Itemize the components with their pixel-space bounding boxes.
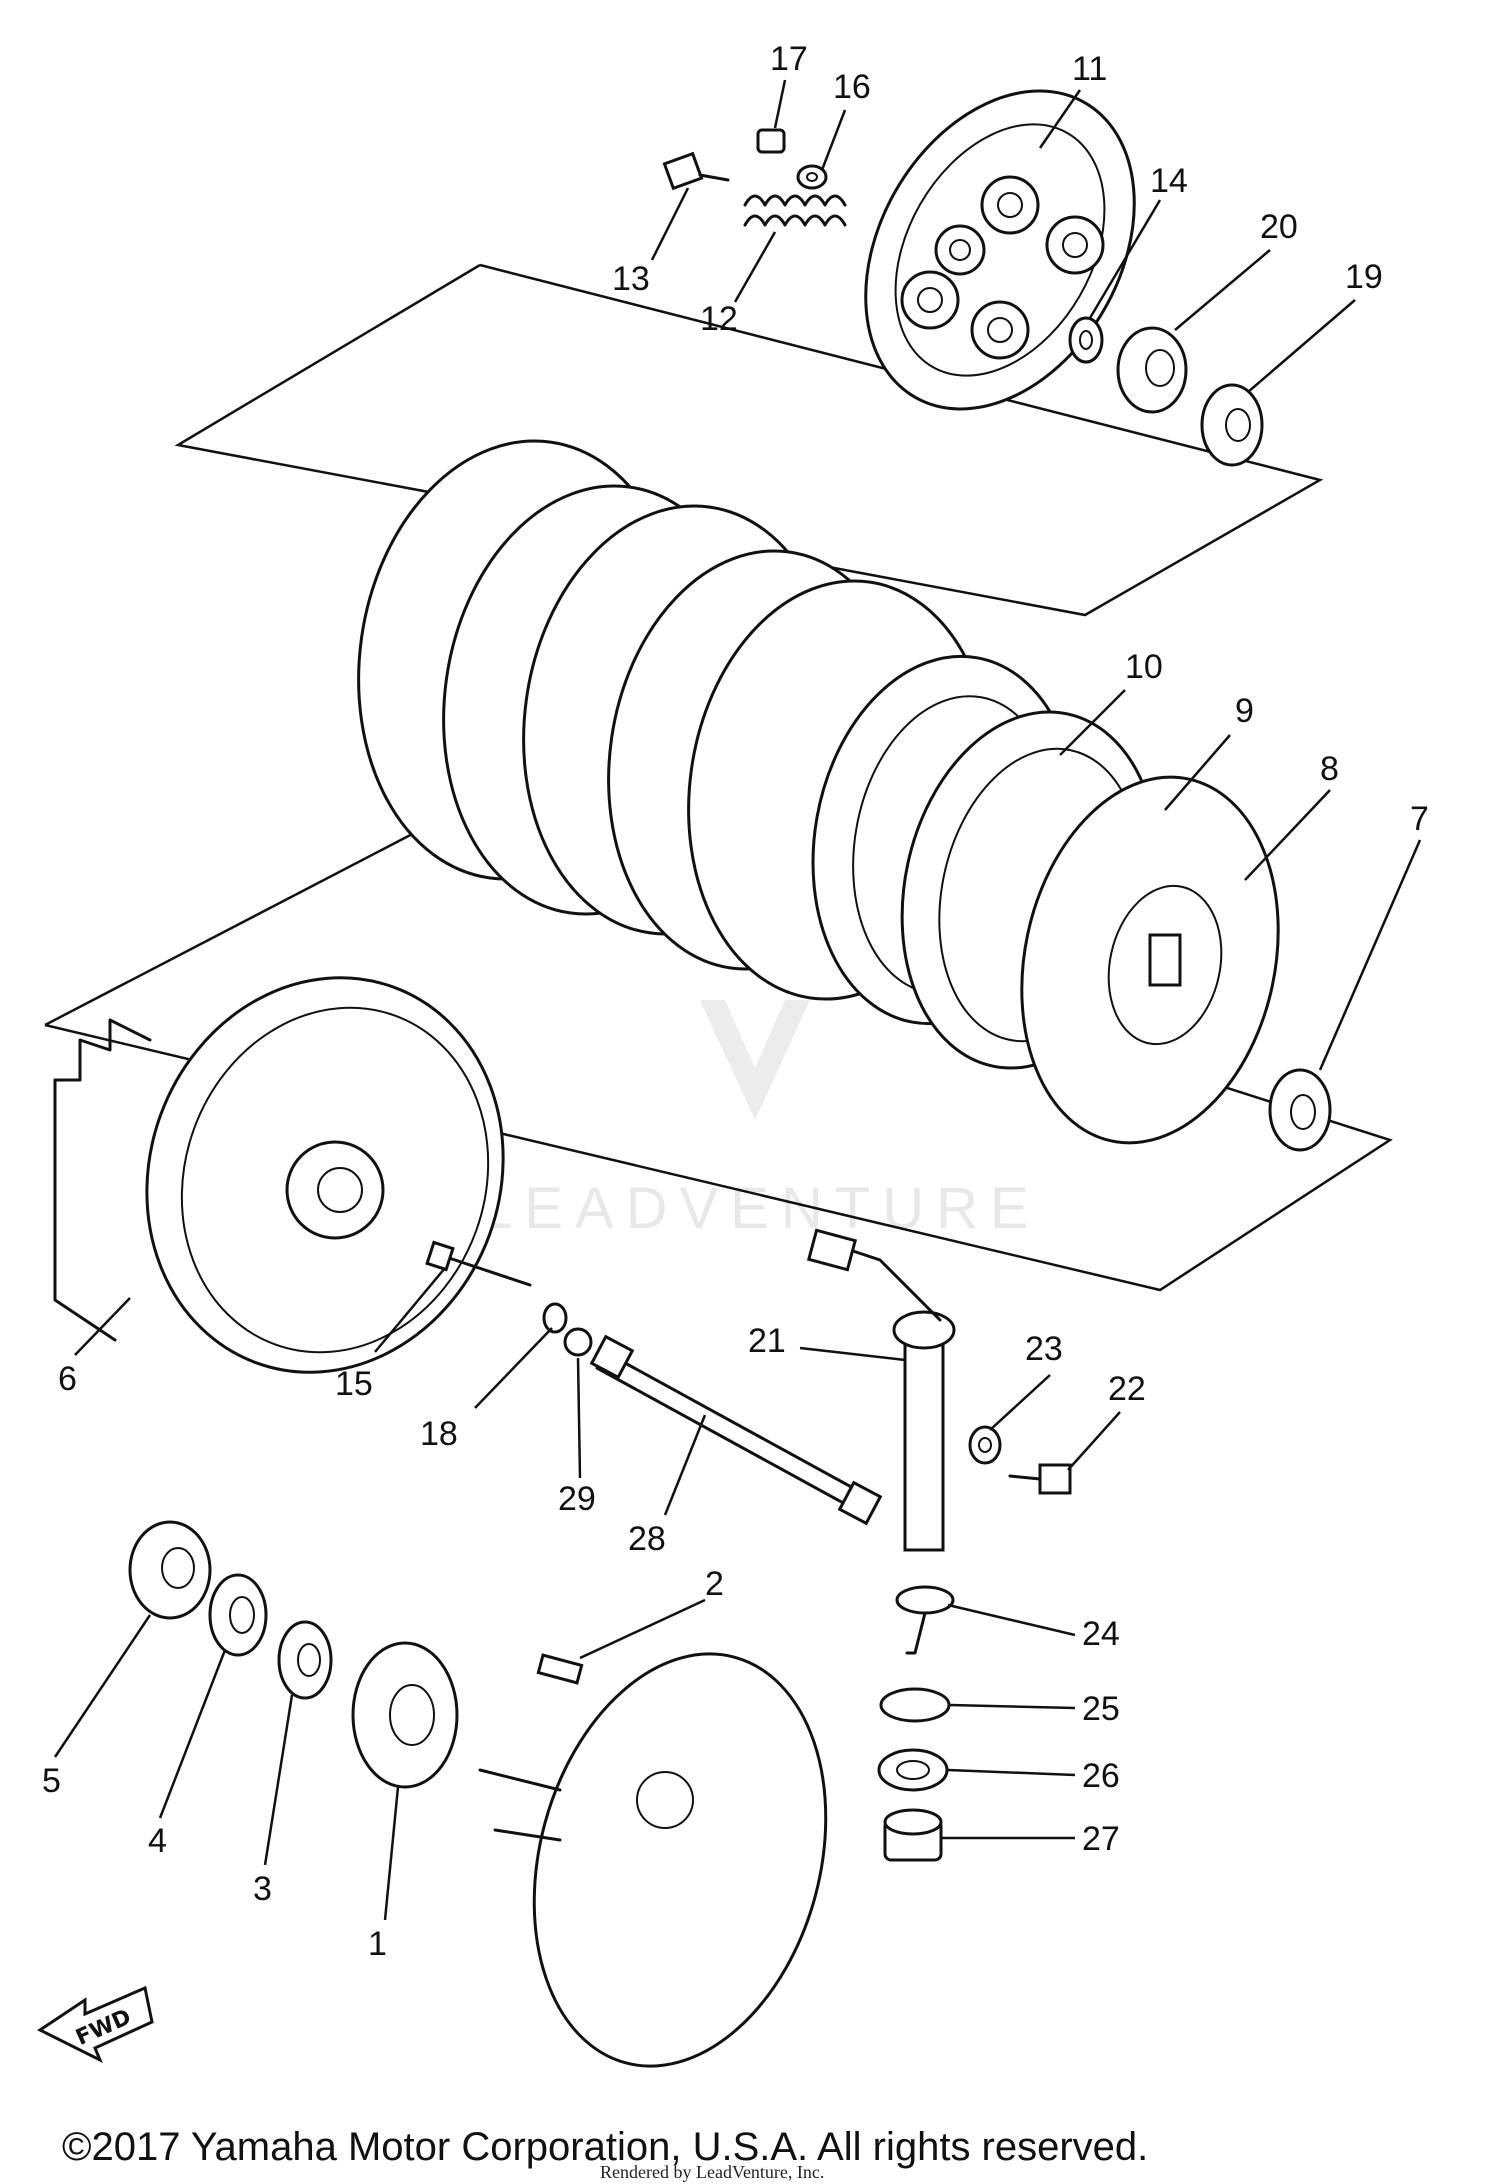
callout-12: 12 xyxy=(700,300,738,338)
steel-ball xyxy=(563,1327,593,1357)
callout-8: 8 xyxy=(1320,750,1339,788)
pressure-plate xyxy=(864,89,1136,411)
leadventure-watermark: LEADVENTURE xyxy=(480,1000,1041,1241)
callout-24: 24 xyxy=(1082,1615,1120,1653)
callout-28: 28 xyxy=(628,1520,666,1558)
callout-23: 23 xyxy=(1025,1330,1063,1368)
callout-19: 19 xyxy=(1345,258,1383,296)
callout-10: 10 xyxy=(1125,648,1163,686)
clutch-boss xyxy=(1020,775,1280,1145)
callout-2: 2 xyxy=(705,1565,724,1603)
nut xyxy=(756,128,786,154)
woodruff-key xyxy=(536,1653,584,1685)
callouts: 1 2 3 4 5 6 7 8 9 10 11 12 13 14 15 16 1… xyxy=(42,40,1429,1963)
callout-25: 25 xyxy=(1082,1690,1120,1728)
push-rod xyxy=(425,1240,532,1287)
push-lever-shaft xyxy=(806,1228,956,1552)
spring-washer xyxy=(277,1620,333,1700)
callout-5: 5 xyxy=(42,1762,61,1800)
callout-7: 7 xyxy=(1410,800,1429,838)
push-rod-washer xyxy=(542,1302,568,1334)
svg-text:LEADVENTURE: LEADVENTURE xyxy=(480,1176,1041,1241)
clutch-spring xyxy=(743,194,847,227)
callout-13: 13 xyxy=(612,260,650,298)
fwd-arrow-icon: FWD xyxy=(37,1985,154,2064)
callout-4: 4 xyxy=(148,1822,167,1860)
circlip xyxy=(879,1687,951,1723)
torsion-spring xyxy=(895,1585,955,1655)
callout-16: 16 xyxy=(833,68,871,106)
callout-14: 14 xyxy=(1150,162,1188,200)
clutch-spring-bolt xyxy=(662,151,730,191)
callout-11: 11 xyxy=(1072,50,1107,88)
callout-17: 17 xyxy=(770,40,808,78)
lock-washer-primary xyxy=(208,1573,268,1657)
pressure-plate-frame xyxy=(174,263,1324,617)
callout-6: 6 xyxy=(58,1360,77,1398)
lever-bolt xyxy=(1008,1463,1072,1495)
callout-26: 26 xyxy=(1082,1757,1120,1795)
copyright-text: ©2017 Yamaha Motor Corporation, U.S.A. A… xyxy=(62,2125,1148,2169)
tab-lock-washer xyxy=(1200,383,1264,467)
callout-15: 15 xyxy=(335,1365,373,1403)
bushing xyxy=(883,1808,943,1862)
callout-9: 9 xyxy=(1235,692,1254,730)
primary-drive-gear xyxy=(351,1641,459,1789)
callout-21: 21 xyxy=(748,1322,786,1360)
callout-22: 22 xyxy=(1108,1370,1146,1408)
callout-27: 27 xyxy=(1082,1820,1120,1858)
clutch-housing xyxy=(53,976,505,1374)
primary-drive-nut xyxy=(128,1520,212,1620)
shaft-washer xyxy=(968,1425,1002,1465)
callout-20: 20 xyxy=(1260,208,1298,246)
callout-29: 29 xyxy=(558,1480,596,1518)
washer xyxy=(796,164,828,190)
housing-frame xyxy=(44,828,1393,1292)
crankshaft xyxy=(478,1652,828,2068)
callout-18: 18 xyxy=(420,1415,458,1453)
thrust-washer xyxy=(1268,1068,1332,1152)
leader-lines xyxy=(53,79,1422,1921)
rendered-by-text: Rendered by LeadVenture, Inc. xyxy=(600,2162,824,2182)
bearing xyxy=(877,1748,949,1792)
callout-3: 3 xyxy=(253,1870,272,1908)
clutch-boss-nut xyxy=(1116,326,1188,414)
callout-1: 1 xyxy=(368,1925,387,1963)
lock-washer xyxy=(1068,316,1104,364)
push-rod-long xyxy=(589,1334,883,1526)
